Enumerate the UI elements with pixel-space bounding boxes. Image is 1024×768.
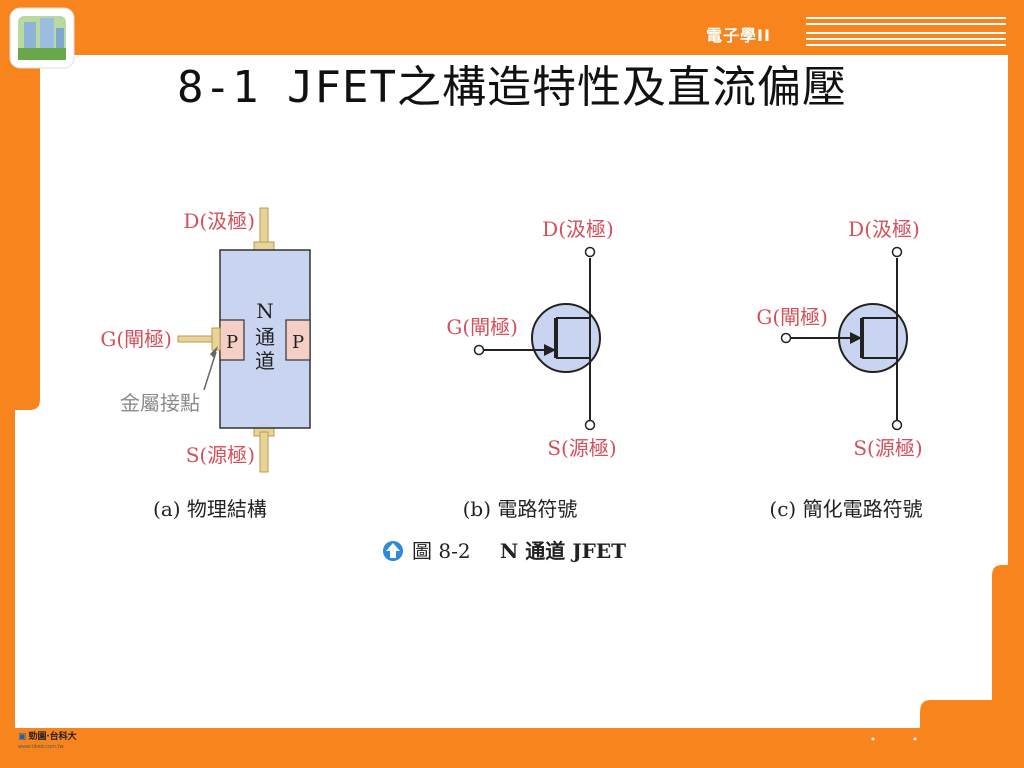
- source-lead-a: [259, 431, 269, 473]
- p-left-label: P: [226, 332, 238, 353]
- page-title: 8-1 JFET之構造特性及直流偏壓: [177, 62, 847, 113]
- drain-label-b: D(汲極): [542, 217, 614, 241]
- caption-c: (c) 簡化電路符號: [769, 497, 922, 521]
- source-terminal-c: [891, 419, 903, 431]
- panel-c-simplified-symbol: D(汲極) G(閘極) S(源極) (c) 簡化電路符號: [756, 217, 922, 521]
- footer-dots: [871, 737, 917, 741]
- gate-label-b: G(閘極): [446, 315, 518, 339]
- drain-label-a: D(汲極): [183, 209, 255, 233]
- p-region-right: [285, 319, 311, 361]
- drain-lead-a: [259, 207, 269, 247]
- metal-contact-label: 金屬接點: [120, 391, 200, 415]
- source-label-b: S(源極): [547, 436, 616, 460]
- caption-a: (a) 物理結構: [153, 497, 267, 521]
- gate-arrow-c: [850, 332, 862, 344]
- course-brand: 電子學II: [706, 26, 771, 45]
- panel-a-physical-structure: P P N 通 道 D(汲極) G(閘極) S(源極) 金屬接點 (a) 物理結…: [100, 207, 311, 521]
- gate-lead-a: [177, 335, 215, 343]
- source-label-c: S(源極): [853, 436, 922, 460]
- source-label-a: S(源極): [186, 443, 255, 467]
- drain-terminal-c: [891, 246, 903, 258]
- p-region-left: [219, 319, 245, 361]
- gate-label-a: G(閘極): [100, 327, 172, 351]
- logo-tile: [9, 7, 75, 69]
- panel-b-circuit-symbol: D(汲極) G(閘極) S(源極) (b) 電路符號: [446, 217, 616, 521]
- footer-rule-lines: [95, 737, 918, 744]
- gate-terminal-c: [780, 332, 792, 344]
- header-rule-lines: [806, 17, 1006, 46]
- gate-label-c: G(閘極): [756, 305, 828, 329]
- jfet-symbol-circle-b: [531, 303, 601, 373]
- caption-b: (b) 電路符號: [463, 497, 578, 521]
- p-right-label: P: [292, 332, 304, 353]
- channel-word-1: 通: [255, 325, 275, 349]
- source-terminal-b: [584, 419, 596, 431]
- publisher-mark-icon: ▣: [18, 732, 27, 742]
- figure-title: N 通道 JFET: [500, 539, 626, 563]
- gate-terminal-b: [473, 344, 485, 356]
- publisher-url: www.tiked.com.tw: [18, 744, 64, 750]
- figure-label: 圖 8-2: [412, 539, 471, 563]
- drain-terminal-b: [584, 246, 596, 258]
- publisher-logo: ▣勁園‧台科大 www.tiked.com.tw: [18, 732, 77, 752]
- channel-letter: N: [256, 299, 274, 323]
- drain-label-c: D(汲極): [848, 217, 920, 241]
- publisher-name: 勁園‧台科大: [28, 732, 77, 742]
- channel-word-2: 道: [255, 349, 275, 373]
- gate-arrow-b: [544, 344, 556, 356]
- figure-caption: 圖 8-2 N 通道 JFET: [383, 539, 626, 563]
